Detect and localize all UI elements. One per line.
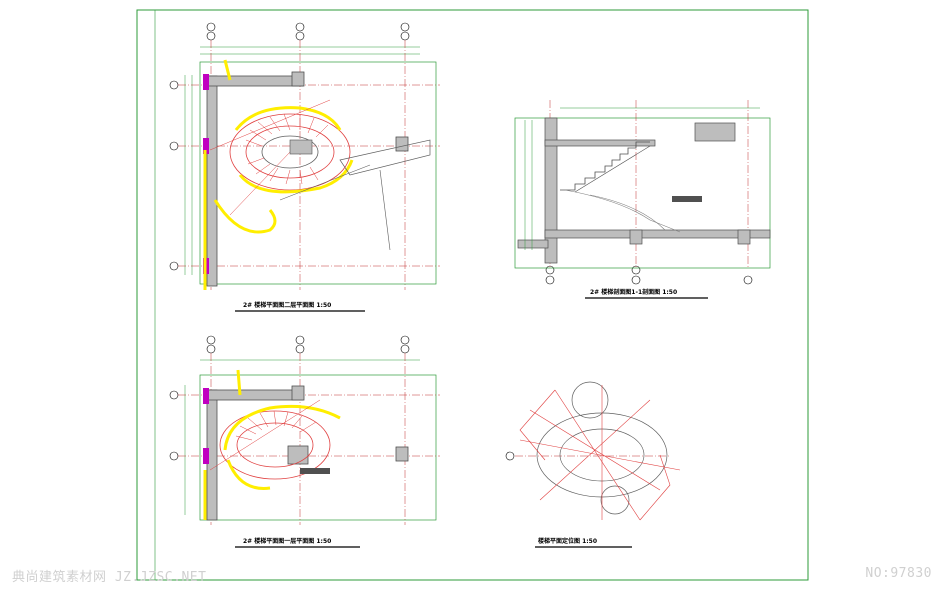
walls [206, 71, 409, 287]
positioning-detail: 楼梯平面定位图 1:50 [505, 381, 681, 548]
detail-title: 楼梯平面定位图 1:50 [538, 537, 597, 545]
spiral-stair [203, 59, 431, 290]
plan-upper-title: 2# 楼梯平面图二层平面图 1:50 [243, 301, 331, 309]
section-outline [514, 117, 771, 269]
sheet-frame-outer [136, 9, 809, 581]
section-title: 2# 楼梯剖面图1-1剖面图 1:50 [590, 288, 677, 296]
plan-upper: 2# 楼梯平面图二层平面图 1:50 [169, 22, 440, 312]
watermark-right: NO:97830 [865, 566, 932, 581]
section-slabs [517, 117, 771, 264]
section-stair-profile [560, 141, 650, 191]
plan-lower: 2# 楼梯平面图一层平面图 1:50 [169, 335, 440, 548]
axis-bubbles-section [545, 265, 753, 285]
plan-lower-outline [199, 374, 437, 521]
section-view: 2# 楼梯剖面图1-1剖面图 1:50 [514, 100, 771, 299]
plan-lower-title: 2# 楼梯平面图一层平面图 1:50 [243, 537, 331, 545]
axis-bubble-detail [505, 451, 515, 461]
sheet-frame-inner [154, 9, 809, 581]
watermark-left: 典尚建筑素材网 JZ.JZSC.NET [12, 570, 207, 585]
dimension-lines [184, 46, 420, 275]
plan-upper-outline [199, 61, 437, 285]
